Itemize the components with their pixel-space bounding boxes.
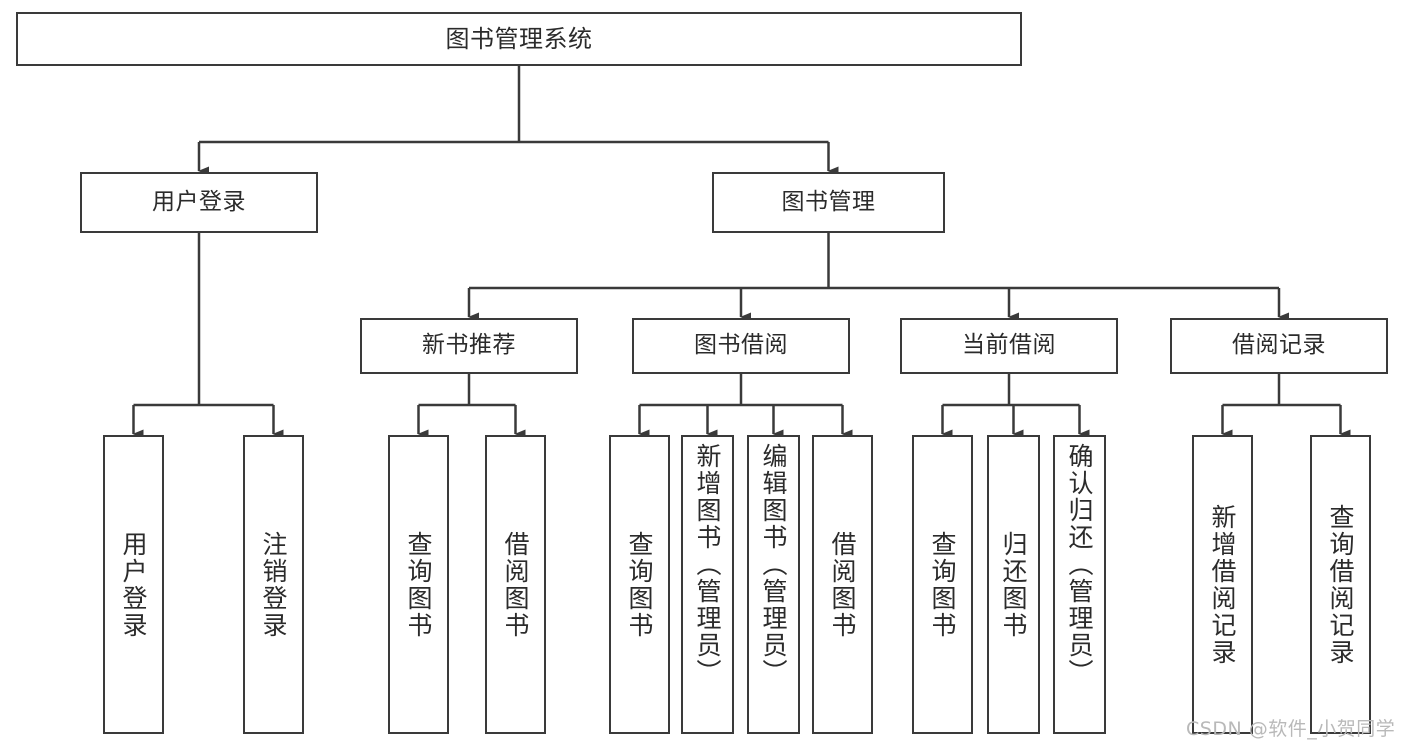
node-leaf-query-book-3[interactable]: 查询图书 bbox=[912, 435, 973, 734]
node-user-login[interactable]: 用户登录 bbox=[80, 172, 318, 233]
node-leaf-return-book[interactable]: 归还图书 bbox=[987, 435, 1040, 734]
node-leaf-edit-book[interactable]: 编辑图书（管理员） bbox=[747, 435, 800, 734]
node-leaf-query-record[interactable]: 查询借阅记录 bbox=[1310, 435, 1371, 734]
watermark: CSDN @软件_小贺同学 bbox=[1186, 718, 1396, 740]
node-label: 用户登录 bbox=[119, 530, 148, 639]
node-label: 新增借阅记录 bbox=[1208, 503, 1237, 666]
node-label: 查询图书 bbox=[404, 530, 433, 639]
node-label: 借阅图书 bbox=[828, 530, 857, 639]
node-label: 查询借阅记录 bbox=[1326, 503, 1355, 666]
node-label: 用户登录 bbox=[152, 188, 246, 215]
node-label: 图书管理 bbox=[781, 188, 876, 215]
node-leaf-borrow-book-2[interactable]: 借阅图书 bbox=[812, 435, 873, 734]
node-leaf-logout[interactable]: 注销登录 bbox=[243, 435, 304, 734]
node-new-book-rec[interactable]: 新书推荐 bbox=[360, 318, 578, 374]
node-borrow-record[interactable]: 借阅记录 bbox=[1170, 318, 1388, 374]
node-book-manage[interactable]: 图书管理 bbox=[712, 172, 945, 233]
node-leaf-add-record[interactable]: 新增借阅记录 bbox=[1192, 435, 1253, 734]
node-label: 编辑图书（管理员） bbox=[759, 443, 788, 686]
node-label: 查询图书 bbox=[928, 530, 957, 639]
node-label: 新增图书（管理员） bbox=[693, 443, 722, 686]
node-book-borrow[interactable]: 图书借阅 bbox=[632, 318, 850, 374]
node-leaf-query-book-1[interactable]: 查询图书 bbox=[388, 435, 449, 734]
node-current-borrow[interactable]: 当前借阅 bbox=[900, 318, 1118, 374]
node-leaf-add-book[interactable]: 新增图书（管理员） bbox=[681, 435, 734, 734]
node-label: 图书借阅 bbox=[694, 332, 788, 359]
node-root[interactable]: 图书管理系统 bbox=[16, 12, 1022, 66]
node-label: 借阅图书 bbox=[501, 530, 530, 639]
node-label: 当前借阅 bbox=[962, 332, 1056, 359]
node-label: 确认归还（管理员） bbox=[1065, 443, 1094, 686]
node-leaf-user-login[interactable]: 用户登录 bbox=[103, 435, 164, 734]
node-leaf-borrow-book-1[interactable]: 借阅图书 bbox=[485, 435, 546, 734]
node-label: 借阅记录 bbox=[1232, 332, 1326, 359]
node-label: 归还图书 bbox=[999, 530, 1028, 639]
node-label: 新书推荐 bbox=[422, 332, 516, 359]
node-label: 注销登录 bbox=[259, 530, 288, 639]
node-label: 查询图书 bbox=[625, 530, 654, 639]
node-leaf-confirm-return[interactable]: 确认归还（管理员） bbox=[1053, 435, 1106, 734]
node-leaf-query-book-2[interactable]: 查询图书 bbox=[609, 435, 670, 734]
node-label: 图书管理系统 bbox=[445, 24, 593, 53]
